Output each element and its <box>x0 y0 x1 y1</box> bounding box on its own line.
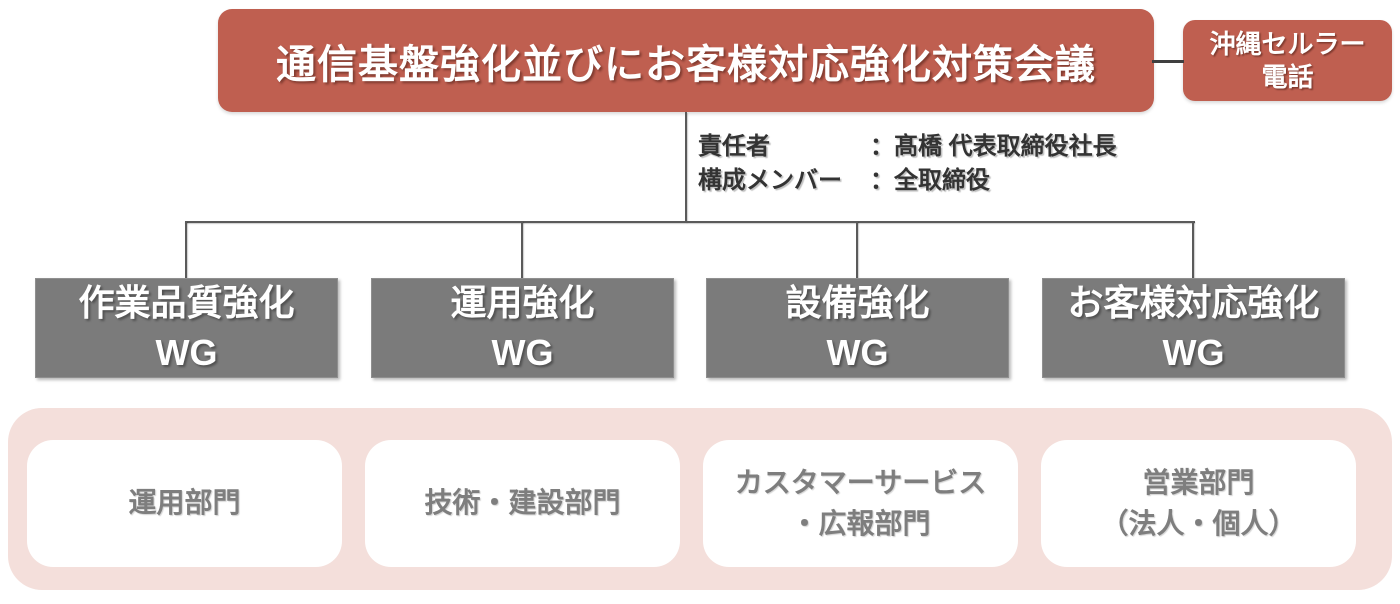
dept-box-customer-service-pr: カスタマーサービス ・広報部門 <box>703 440 1018 567</box>
info-row-members: 構成メンバー ： 全取締役 <box>698 164 1117 198</box>
dept-name-line1: 運用部門 <box>128 487 241 519</box>
wg-name: 運用強化 <box>450 282 595 324</box>
wg-name: 作業品質強化 <box>78 282 295 324</box>
wg-suffix: WG <box>155 332 218 373</box>
meeting-title: 通信基盤強化並びにお客様対応強化対策会議 <box>276 42 1096 87</box>
dept-name-line2: ・広報部門 <box>790 507 931 539</box>
connector-company-link <box>1152 60 1184 63</box>
company-name-line1: 沖縄セルラー <box>1209 29 1366 59</box>
members-value: 全取締役 <box>894 167 990 194</box>
connector-drop-4 <box>1192 221 1194 279</box>
dept-name-line2: （法人・個人） <box>1100 507 1297 539</box>
connector-horizontal-bar <box>185 221 1195 223</box>
connector-vertical-stub <box>685 112 687 222</box>
dept-box-operations: 運用部門 <box>27 440 342 567</box>
wg-suffix: WG <box>1162 332 1225 373</box>
dept-name-line1: カスタマーサービス <box>734 466 987 498</box>
wg-box-operation: 運用強化 WG <box>371 278 674 378</box>
wg-box-equipment: 設備強化 WG <box>706 278 1009 378</box>
company-name-line2: 電話 <box>1261 61 1314 92</box>
members-label: 構成メンバー <box>698 167 842 194</box>
connector-drop-3 <box>856 221 858 279</box>
meeting-title-box: 通信基盤強化並びにお客様対応強化対策会議 <box>218 9 1154 112</box>
meeting-info: 責任者 ： 髙橋 代表取締役社長 構成メンバー ： 全取締役 <box>698 130 1117 198</box>
wg-suffix: WG <box>826 332 889 373</box>
wg-suffix: WG <box>491 332 554 373</box>
wg-name: お客様対応強化 <box>1067 282 1320 324</box>
info-row-leader: 責任者 ： 髙橋 代表取締役社長 <box>698 130 1117 164</box>
company-box: 沖縄セルラー 電話 <box>1183 20 1392 101</box>
wg-box-work-quality: 作業品質強化 WG <box>35 278 338 378</box>
dept-name-line1: 営業部門 <box>1142 466 1255 498</box>
leader-value: 髙橋 代表取締役社長 <box>894 133 1117 160</box>
leader-label: 責任者 <box>698 133 770 160</box>
dept-name-line1: 技術・建設部門 <box>424 487 621 519</box>
connector-drop-2 <box>521 221 523 279</box>
connector-drop-1 <box>185 221 187 279</box>
dept-box-sales: 営業部門 （法人・個人） <box>1041 440 1356 567</box>
wg-box-customer-response: お客様対応強化 WG <box>1042 278 1345 378</box>
members-colon: ： <box>870 167 894 194</box>
leader-colon: ： <box>870 133 894 160</box>
wg-name: 設備強化 <box>785 282 930 324</box>
dept-box-engineering-construction: 技術・建設部門 <box>365 440 680 567</box>
